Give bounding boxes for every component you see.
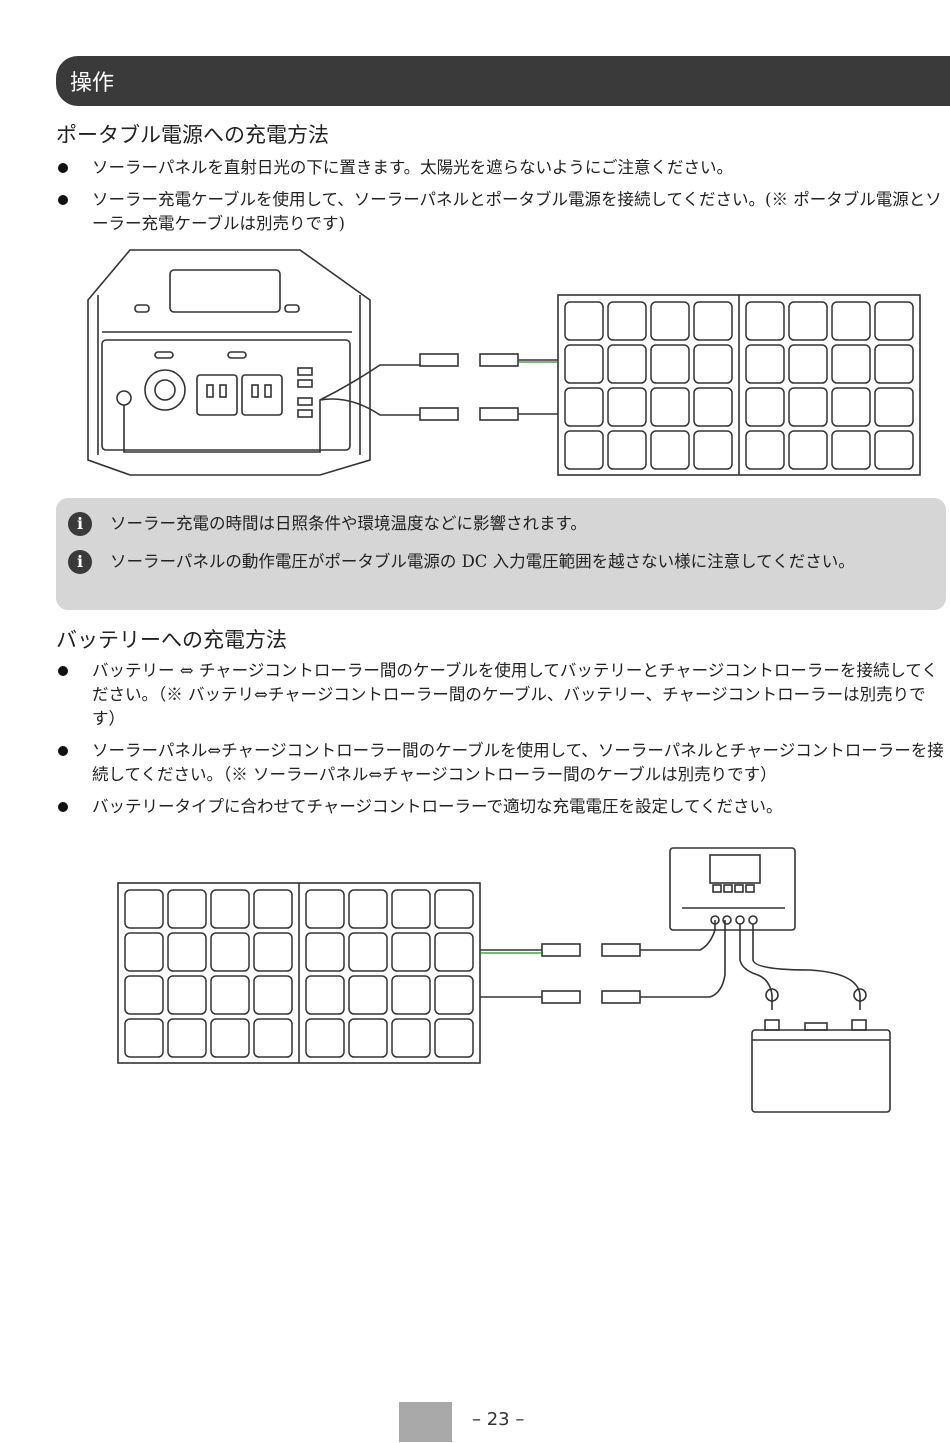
station-panel: [101, 339, 351, 451]
car-socket-icon: [144, 369, 186, 411]
note-item: i ソーラーパネルの動作電圧がポータブル電源の DC 入力電圧範囲を越さない様に…: [68, 550, 950, 574]
bullet-icon: [58, 195, 68, 205]
footer-tab: [399, 1402, 452, 1442]
section-header-bar: 操作: [56, 56, 950, 106]
dc-input-port-icon: [116, 390, 132, 406]
portable-bullet-list: ソーラーパネルを直射日光の下に置きます。太陽光を遮らないようにご注意ください。 …: [56, 156, 946, 244]
solar-cells-left: [124, 889, 293, 1058]
bullet-icon: [58, 666, 68, 676]
solar-cells-left: [564, 301, 733, 470]
controller-display: [709, 854, 761, 884]
mc4-connector-icon: [479, 353, 519, 367]
solar-cells-right: [305, 889, 474, 1058]
bullet-icon: [58, 746, 68, 756]
portable-charging-heading: ポータブル電源への充電方法: [56, 123, 329, 147]
ac-outlet-right: [241, 374, 283, 416]
station-display: [169, 269, 281, 313]
solar-cells-right: [745, 301, 914, 470]
battery-charging-heading: バッテリーへの充電方法: [56, 628, 287, 652]
bullet-icon: [58, 163, 68, 173]
power-station-body: [87, 249, 371, 476]
charge-controller: [669, 847, 796, 931]
notes-box: i ソーラー充電の時間は日照条件や環境温度などに影響されます。 i ソーラーパネ…: [56, 498, 946, 610]
battery-bullet-list: バッテリー ⇔ チャージコントローラー間のケーブルを使用してバッテリーとチャージ…: [56, 659, 946, 827]
section-title: 操作: [70, 71, 115, 96]
battery-charging-diagram: [117, 847, 891, 1113]
mc4-connector-icon: [419, 407, 459, 421]
bullet-icon: [58, 802, 68, 812]
mc4-connector-icon: [601, 990, 641, 1004]
mc4-connector-icon: [541, 990, 581, 1004]
portable-station-diagram: [87, 249, 921, 476]
page-number: – 23 –: [472, 1409, 525, 1430]
list-item: ソーラー充電ケーブルを使用して、ソーラーパネルとポータブル電源を接続してください…: [56, 188, 946, 236]
ac-outlet-left: [196, 374, 238, 416]
info-icon: i: [68, 550, 92, 574]
list-item: バッテリータイプに合わせてチャージコントローラーで適切な充電電圧を設定してくださ…: [56, 795, 946, 819]
mc4-connector-icon: [479, 407, 519, 421]
mc4-connector-icon: [541, 943, 581, 957]
list-item: ソーラーパネルを直射日光の下に置きます。太陽光を遮らないようにご注意ください。: [56, 156, 946, 180]
note-item: i ソーラー充電の時間は日照条件や環境温度などに影響されます。: [68, 512, 950, 536]
battery-body: [751, 1029, 891, 1113]
list-item: バッテリー ⇔ チャージコントローラー間のケーブルを使用してバッテリーとチャージ…: [56, 659, 946, 731]
info-icon: i: [68, 512, 92, 536]
mc4-connector-icon: [419, 353, 459, 367]
mc4-connector-icon: [601, 943, 641, 957]
list-item: ソーラーパネル⇔チャージコントローラー間のケーブルを使用して、ソーラーパネルとチ…: [56, 739, 946, 787]
